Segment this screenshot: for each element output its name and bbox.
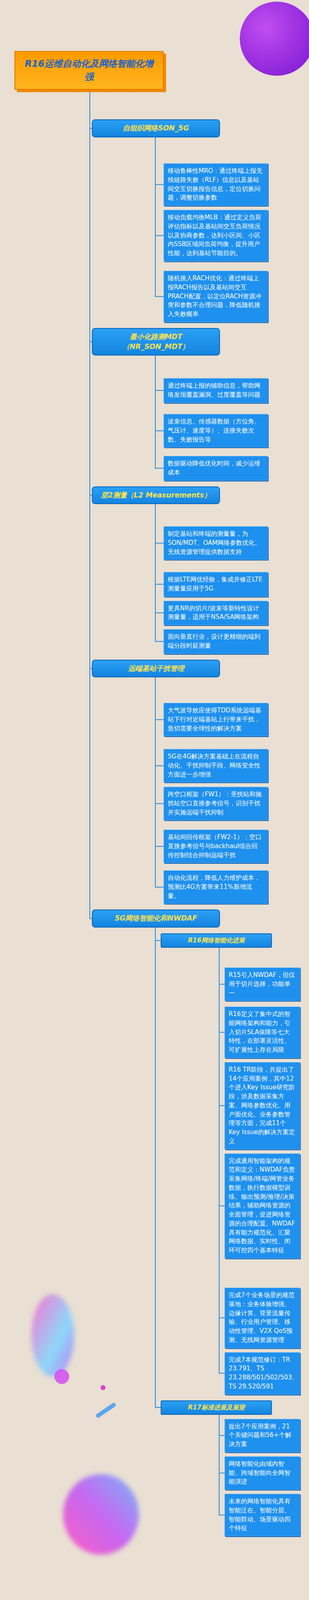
leaf-box: 波束信息、传感器数据（方位角、气压计、速度等）、连接失败次数、失败报告等 (163, 414, 268, 448)
node-text: 完成7个业务场景的规范落地：业务体验增强、边缘计算、背景流量传输、行业用户管理、… (228, 1292, 296, 1347)
leaf-box: 移动负载均衡MLB：通过定义负荷评估指标以及基站间交互负荷情况以及协商参数，达到… (163, 210, 268, 262)
leaf-box: 数据驱动降低优化时间，减少运维成本 (163, 456, 268, 482)
connector (155, 678, 164, 721)
node-text: 自组织网络SON_5G (96, 123, 216, 134)
section-header: 层2测量（L2 Measurements） (91, 486, 221, 506)
leaf-box: 完成通用智能架构的规范和定义：NWDAF负责采集网络/终端/网管业务数据，执行数… (224, 1154, 300, 1260)
root-topic: R16运维自动化及网络智能化增强 (14, 51, 164, 90)
leaf-box: 未来的网络智能化具有智能泛在、智能分层、智能联动、场景驱动四个特征 (224, 1495, 300, 1538)
connector (219, 948, 225, 986)
node-text: 通过终端上报的辅助信息，帮助网络发现覆盖漏洞、过度覆盖等问题 (167, 381, 264, 401)
node-text: 数据驱动降低优化时间，减少运维成本 (167, 459, 264, 478)
connector (155, 504, 164, 544)
node-text: 完成7本规范修订：TR 23.791、TS 23.288/501/502/503… (228, 1357, 296, 1393)
connector (155, 928, 161, 1410)
section-header: 远端基站干扰管理 (91, 660, 221, 679)
node-text: R16 TR阶段，共提出了14个应用案例，其中12个进入Key Issue研究阶… (228, 1066, 296, 1148)
connector (219, 948, 225, 1034)
node-text: 5G在4G解决方案基础上在流程自动化、干扰抑制手段、网络安全性方面进一步增强 (167, 753, 264, 780)
connector (155, 355, 164, 469)
node-text: R15引入NWDAF，但仅用于切片选择，功能单一 (228, 971, 296, 999)
node-text: 制定基站和终端的测量量，为SON/MDT、OAM网络参数优化、无线资源管理提供数… (167, 530, 264, 558)
blob (63, 1475, 139, 1557)
connector (155, 928, 161, 942)
connector (219, 1416, 225, 1438)
leaf-box: R16 TR阶段，共提出了14个应用案例，其中12个进入Key Issue研究阶… (224, 1063, 300, 1151)
node-text: 波束信息、传感器数据（方位角、气压计、速度等）、连接失败次数、失败报告等 (167, 417, 264, 445)
node-text: 远端基站干扰管理 (96, 664, 216, 675)
node-text: 提出7个应用案例，21个关键问题和56+个解决方案 (228, 1423, 296, 1451)
blob (31, 1295, 75, 1379)
leaf-box: 网络智能化由域内智能、跨域智能向全网智能演进 (224, 1458, 300, 1492)
connector (219, 1416, 225, 1475)
connector (155, 355, 164, 391)
node-text: 自动化流程，降低人力维护成本，预测比4G方案带来11%新增流量。 (167, 874, 264, 902)
leaf-box: 5G在4G解决方案基础上在流程自动化、干扰抑制手段、网络安全性方面进一步增强 (163, 749, 268, 784)
node-text: 未来的网络智能化具有智能泛在、智能分层、智能联动、场景驱动四个特征 (228, 1498, 296, 1535)
node-text: 5G网络智能化和NWDAF (96, 914, 216, 925)
leaf-box: R16定义了集中式的智能网络架构和能力，引入切片SLA保障等七大特性，在部署灵活… (224, 1007, 300, 1060)
leaf-box: 根据LTE网优经验，集成并修正LTE测量量应用于5G (163, 572, 268, 598)
node-text: 更具NR的切片/波束等新特性设计测量量，适用于NSA/SA网络架构 (167, 604, 264, 623)
connector (155, 137, 164, 298)
node-text: R16网络智能化进展 (164, 937, 268, 946)
dot (54, 1370, 70, 1386)
node-text: 大气波导效应使得TDD系统远端基站下行对近端基站上行带来干扰，急切需要全球性的解… (167, 706, 264, 734)
leaf-box: 自动化流程，降低人力维护成本，预测比4G方案带来11%新增流量。 (163, 871, 268, 905)
connector (155, 504, 164, 585)
node-text: 面向垂直行业，设计更精细的端到端分段时延测量 (167, 633, 264, 652)
node-text: R16定义了集中式的智能网络架构和能力，引入切片SLA保障等七大特性，在部署灵活… (228, 1011, 296, 1056)
node-text: 移动负载均衡MLB：通过定义负荷评估指标以及基站间交互负荷情况以及协商参数，达到… (167, 213, 264, 259)
node-text: 移动鲁棒性MRO：通过终端上报无线链路失败（RLF）信息以及基站间交互切换报告信… (167, 166, 264, 203)
sub-header: R17标准进展及展望 (160, 1402, 272, 1417)
capsule (98, 1406, 114, 1418)
leaf-box: 更具NR的切片/波束等新特性设计测量量，适用于NSA/SA网络架构 (163, 601, 268, 627)
leaf-box: 基站间回传框架（FW2-1）：空口直接参考信号与backhaul综合回传控制结合… (163, 830, 268, 864)
dot (100, 1386, 106, 1392)
leaf-box: 通过终端上报的辅助信息，帮助网络发现覆盖漏洞、过度覆盖等问题 (163, 378, 268, 404)
connector (219, 948, 225, 1375)
connector (219, 948, 225, 1108)
leaf-box: 制定基站和终端的测量量，为SON/MDT、OAM网络参数优化、无线资源管理提供数… (163, 526, 268, 561)
section-header: 5G网络智能化和NWDAF (91, 910, 221, 929)
section-header: 自组织网络SON_5G (91, 119, 221, 138)
connector (155, 504, 164, 614)
purple-circle (239, 1, 309, 76)
connector (155, 504, 164, 642)
leaf-box: 完成7本规范修订：TR 23.791、TS 23.288/501/502/503… (224, 1353, 300, 1397)
leaf-box: R15引入NWDAF，但仅用于切片选择，功能单一 (224, 968, 300, 1002)
node-text: 层2测量（L2 Measurements） (96, 491, 216, 501)
connector (155, 137, 164, 185)
node-text: 基站间回传框架（FW2-1）：空口直接参考信号与backhaul综合回传控制结合… (167, 833, 264, 861)
connector (219, 948, 225, 1320)
sub-header: R16网络智能化进展 (160, 934, 272, 949)
leaf-box: 随机接入RACH优化：通过终端上报RACH报告以及基站间交互PRACH配置，以定… (163, 271, 268, 323)
leaf-box: 大气波导效应使得TDD系统远端基站下行对近端基站上行带来干扰，急切需要全球性的解… (163, 703, 268, 738)
node-text: R16运维自动化及网络智能化增强 (21, 57, 157, 84)
connector (155, 355, 164, 431)
connector (155, 678, 164, 888)
connector (219, 948, 225, 1208)
connector (155, 137, 164, 237)
node-text: 完成通用智能架构的规范和定义：NWDAF负责采集网络/终端/网管业务数据，执行数… (228, 1158, 296, 1257)
leaf-box: 跨空口框架（FW1）：受扰站和施扰站空口直接参考信号，识别干扰并实施远端干扰抑制 (163, 787, 268, 822)
node-text: 网络智能化由域内智能、跨域智能向全网智能演进 (228, 1461, 296, 1489)
leaf-box: 完成7个业务场景的规范落地：业务体验增强、边缘计算、背景流量传输、行业用户管理、… (224, 1289, 300, 1350)
connector (89, 89, 92, 920)
node-text: 随机接入RACH优化：通过终端上报RACH报告以及基站间交互PRACH配置，以定… (167, 274, 264, 320)
section-header: 最小化路测MDT（NR_SON_MDT） (91, 328, 221, 357)
leaf-box: 面向垂直行业，设计更精细的端到端分段时延测量 (163, 629, 268, 655)
leaf-box: 提出7个应用案例，21个关键问题和56+个解决方案 (224, 1420, 300, 1454)
connector (155, 678, 164, 848)
connector (155, 678, 164, 767)
node-text: 跨空口框架（FW1）：受扰站和施扰站空口直接参考信号，识别干扰并实施远端干扰抑制 (167, 791, 264, 818)
node-text: R17标准进展及展望 (164, 1404, 268, 1414)
connector (155, 678, 164, 805)
node-text: 最小化路测MDT（NR_SON_MDT） (96, 332, 216, 353)
node-text: 根据LTE网优经验，集成并修正LTE测量量应用于5G (167, 575, 264, 595)
leaf-box: 移动鲁棒性MRO：通过终端上报无线链路失败（RLF）信息以及基站间交互切换报告信… (163, 163, 268, 206)
connector (219, 1416, 225, 1517)
